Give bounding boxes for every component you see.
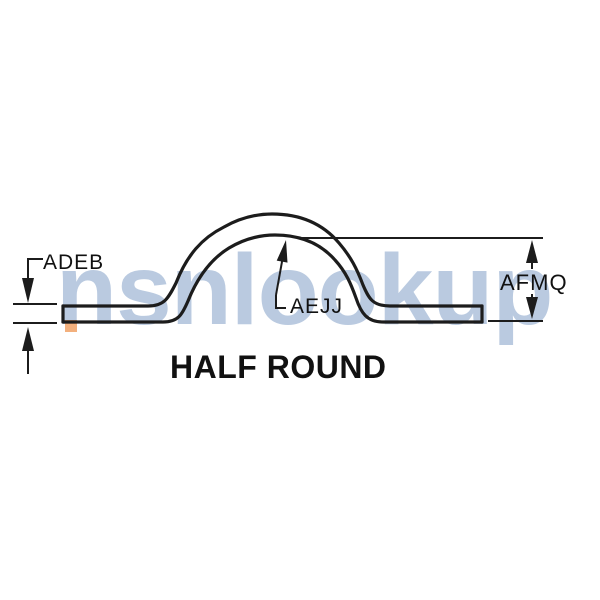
afmq-up-arrowhead — [526, 240, 538, 263]
profile-inner-line — [61, 233, 484, 324]
figure-caption: HALF ROUND — [170, 349, 387, 385]
adeb-up-arrowhead — [22, 327, 34, 351]
adeb-leader-line — [27, 258, 43, 278]
adeb-label: ADEB — [43, 251, 105, 274]
aejj-leader-bracket — [275, 295, 286, 309]
afmq-down-arrowhead — [526, 297, 538, 319]
adeb-down-arrowhead — [22, 278, 34, 303]
aejj-arrowhead — [276, 240, 288, 263]
afmq-label: AFMQ — [500, 270, 568, 295]
aejj-label: AEJJ — [290, 295, 344, 318]
profile-outer-line — [61, 212, 484, 308]
